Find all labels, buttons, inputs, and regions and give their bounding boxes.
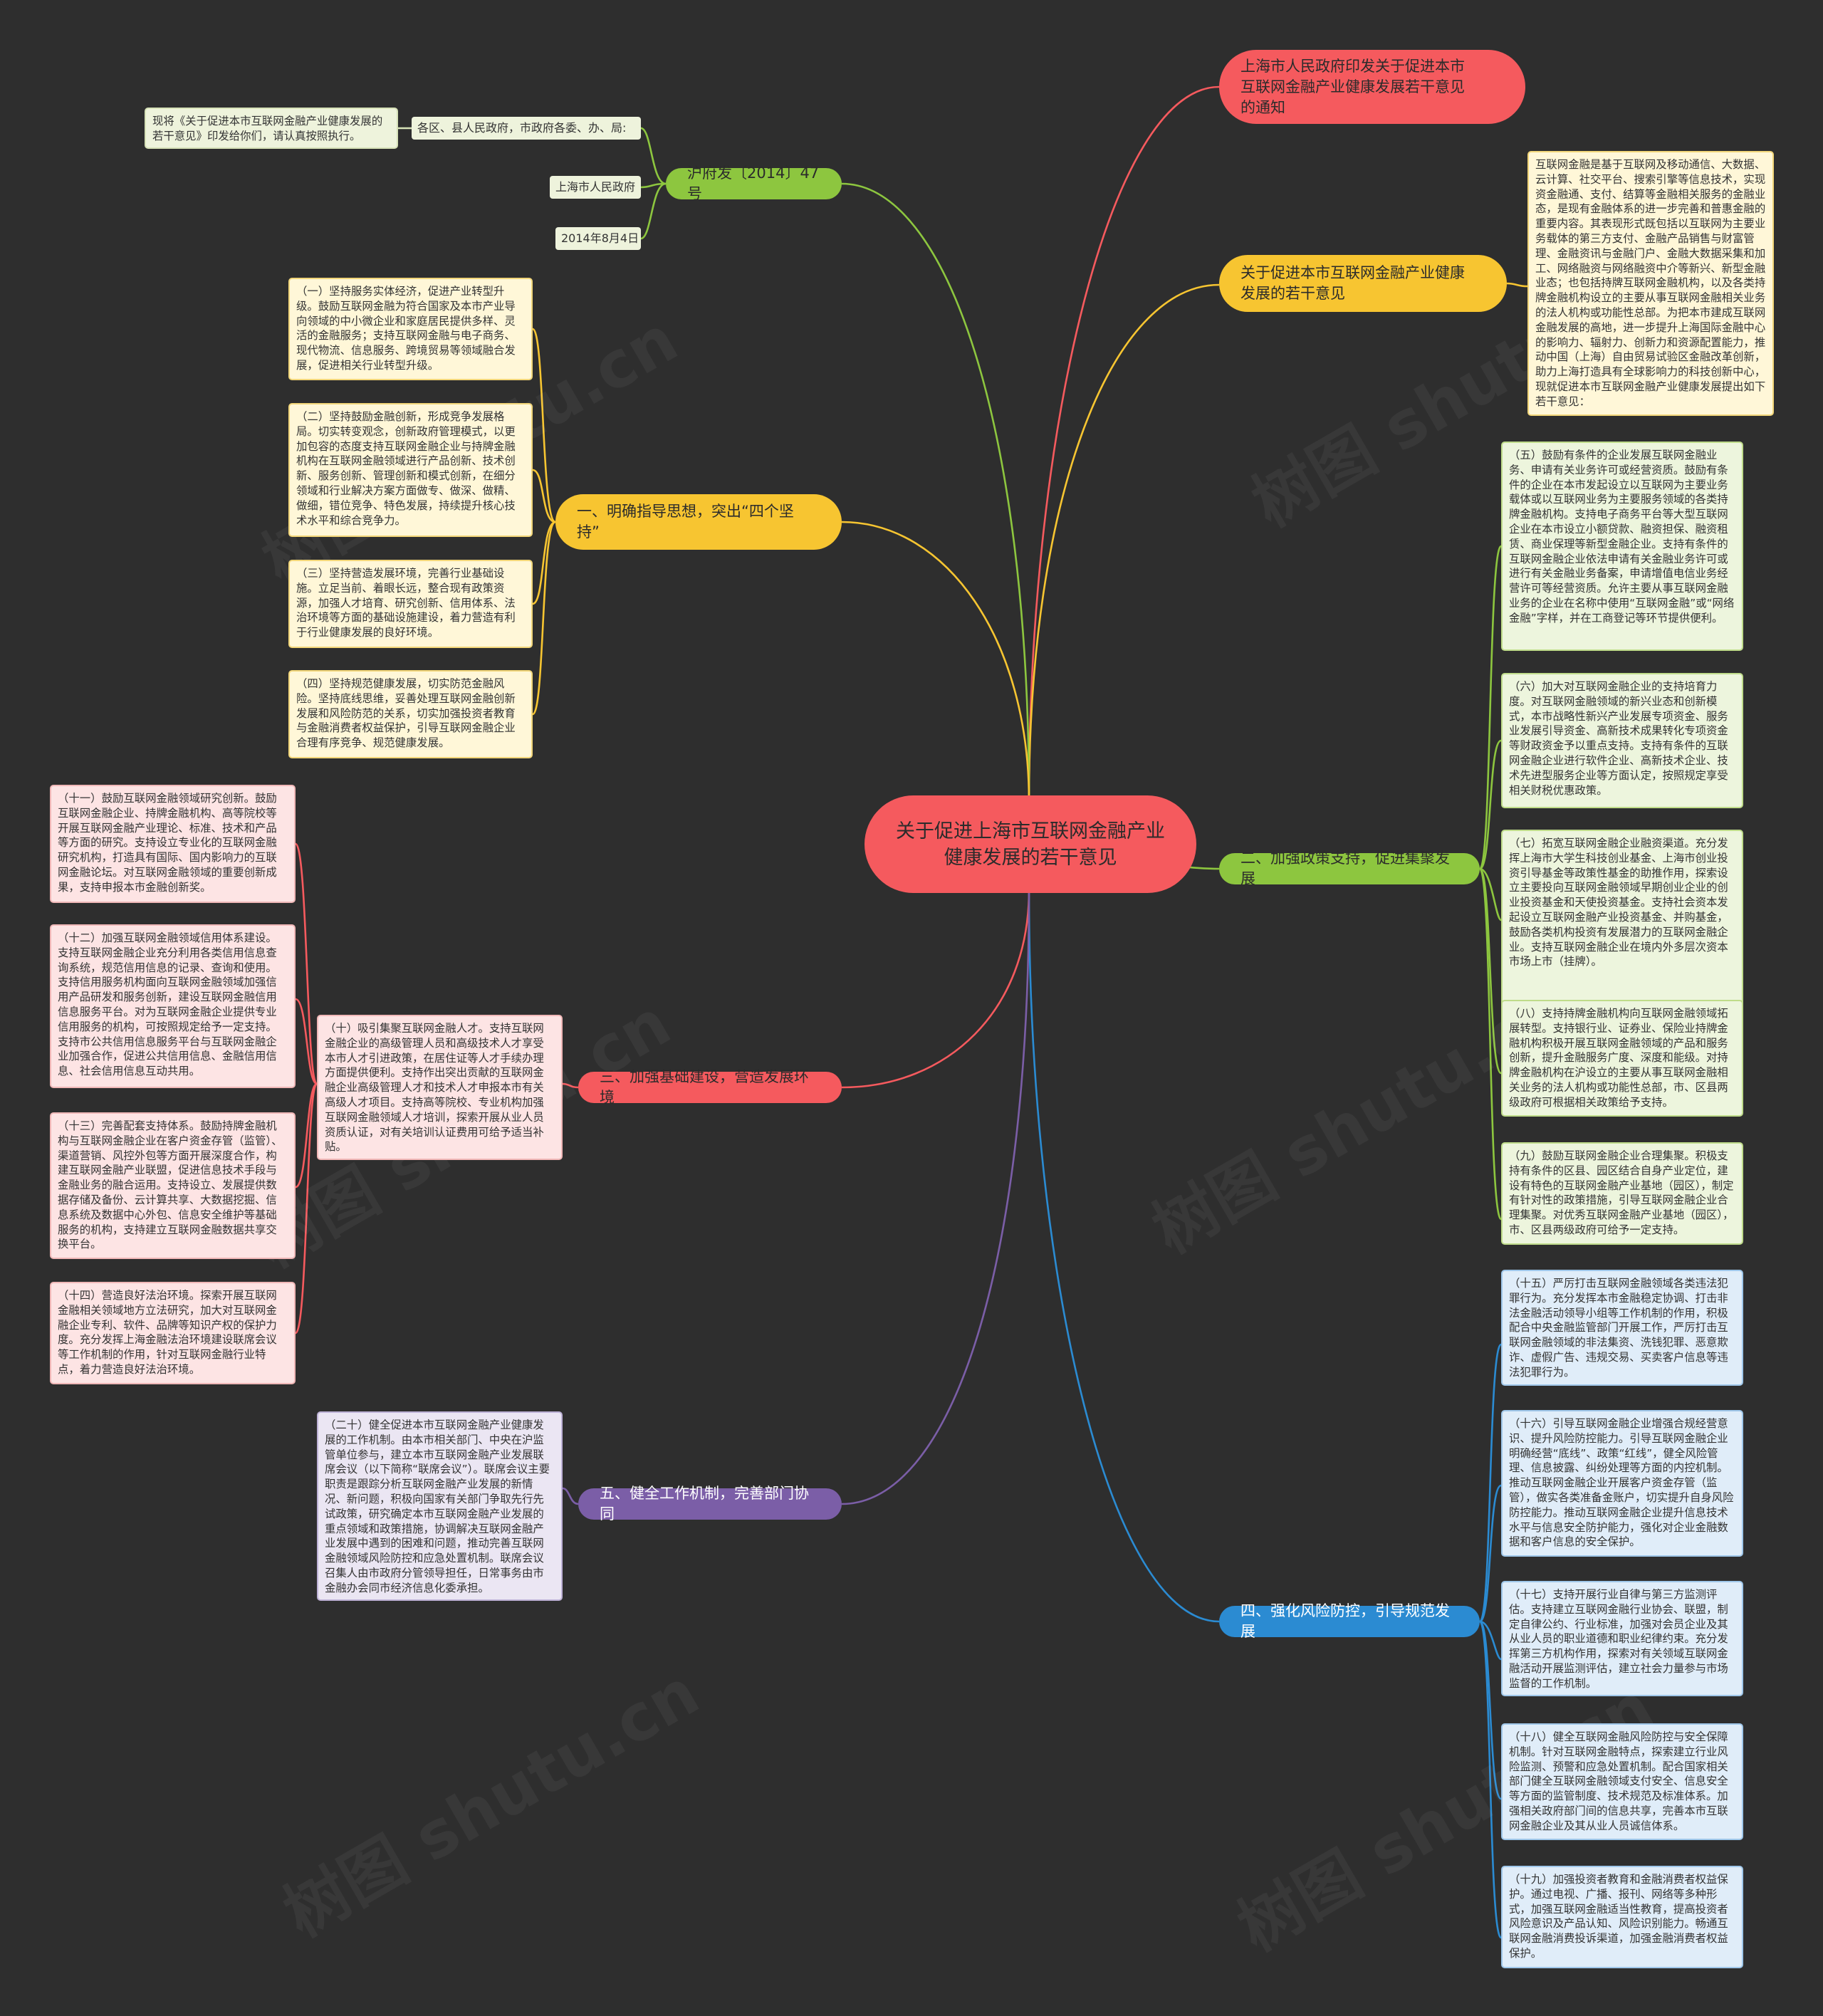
doc-issuer: 上海市人民政府 (550, 176, 641, 199)
section2-item: （五）鼓励有条件的企业发展互联网金融业务、申请有关业务许可或经营资质。鼓励有条件… (1501, 442, 1743, 651)
link-docnum (841, 182, 1030, 802)
branch-section5[interactable]: 五、健全工作机制，完善部门协同 (578, 1485, 842, 1523)
root-topic[interactable]: 关于促进上海市互联网金融产业健康发展的若干意见 (865, 795, 1196, 893)
section3-item: （十四）营造良好法治环境。探索开展互联网金融相关领域地方立法研究，加大对互联网金… (50, 1282, 296, 1384)
link-section5 (841, 889, 1030, 1505)
section4-item: （十九）加强投资者教育和金融消费者权益保护。通过电视、广播、报刊、网络等多种形式… (1501, 1866, 1743, 1968)
doc-recipient: 各区、县人民政府，市政府各委、办、局: (412, 117, 641, 140)
section3-main: （十）吸引集聚互联网金融人才。支持互联网金融企业的高级管理人员和高级技术人才享受… (317, 1015, 563, 1160)
section1-item: （一）坚持服务实体经济，促进产业转型升级。鼓励互联网金融为符合国家及本市产业导向… (288, 278, 533, 380)
section2-item: （六）加大对互联网金融企业的支持培育力度。对互联网金融领域的新兴业态和创新模式，… (1501, 673, 1743, 808)
section5-main: （二十）健全促进本市互联网金融产业健康发展的工作机制。由本市相关部门、中央在沪监… (317, 1411, 563, 1601)
section4-item: （十八）健全互联网金融风险防控与安全保障机制。针对互联网金融特点，探索建立行业风… (1501, 1723, 1743, 1840)
section2-item: （九）鼓励互联网金融企业合理集聚。积极支持有条件的区县、园区结合自身产业定位，建… (1501, 1142, 1743, 1245)
section3-item: （十二）加强互联网金融领域信用体系建设。支持互联网金融企业充分利用各类信用信息查… (50, 924, 296, 1088)
branch-doc-number[interactable]: 沪府发〔2014〕47号 (666, 164, 842, 202)
section4-item: （十六）引导互联网金融企业增强合规经营意识、提升风险防控能力。引导互联网金融企业… (1501, 1410, 1743, 1557)
section4-item: （十五）严厉打击互联网金融领域各类违法犯罪行为。充分发挥本市金融稳定协调、打击非… (1501, 1270, 1743, 1386)
branch-opinion[interactable]: 关于促进本市互联网金融产业健康 发展的若干意见 (1219, 255, 1507, 312)
branch-section1[interactable]: 一、明确指导思想，突出“四个坚 持” (555, 494, 842, 550)
branch-notice[interactable]: 上海市人民政府印发关于促进本市 互联网金融产业健康发展若干意见 的通知 (1219, 50, 1525, 124)
branch-section4[interactable]: 四、强化风险防控，引导规范发展 (1219, 1602, 1480, 1640)
section3-item: （十一）鼓励互联网金融领域研究创新。鼓励互联网金融企业、持牌金融机构、高等院校等… (50, 785, 296, 903)
opinion-intro: 互联网金融是基于互联网及移动通信、大数据、云计算、社交平台、搜索引擎等信息技术，… (1527, 151, 1774, 416)
link-opinion (1028, 283, 1220, 802)
section1-item: （三）坚持营造发展环境，完善行业基础设施。立足当前、着眼长远，整合现有政策资源，… (288, 560, 533, 648)
section2-item: （七）拓宽互联网金融企业融资渠道。充分发挥上海市大学生科技创业基金、上海市创业投… (1501, 830, 1743, 1010)
branch-section3[interactable]: 三、加强基础建设，营造发展环境 (578, 1068, 842, 1106)
link-section4 (1028, 889, 1220, 1623)
section4-item: （十七）支持开展行业自律与第三方监测评估。支持建立互联网金融行业协会、联盟，制定… (1501, 1581, 1743, 1696)
branch-section2[interactable]: 二、加强政策支持，促进集聚发展 (1219, 850, 1480, 887)
doc-forward-note: 现将《关于促进本市互联网金融产业健康发展的若干意见》印发给你们，请认真按照执行。 (145, 108, 398, 149)
section2-item: （八）支持持牌金融机构向互联网金融领域拓展转型。支持银行业、证券业、保险业持牌金… (1501, 1000, 1743, 1117)
section1-item: （四）坚持规范健康发展，切实防范金融风险。坚持底线思维，妥善处理互联网金融创新发… (288, 670, 533, 758)
link-section3 (841, 889, 1030, 1089)
section1-item: （二）坚持鼓励金融创新，形成竞争发展格局。切实转变观念，创新政府管理模式，以更加… (288, 403, 533, 537)
link-section1 (841, 521, 1030, 802)
doc-date: 2014年8月4日 (555, 227, 641, 250)
section3-item: （十三）完善配套支持体系。鼓励持牌金融机构与互联网金融企业在客户资金存管（监管）… (50, 1112, 296, 1259)
link-notice (1028, 85, 1220, 802)
